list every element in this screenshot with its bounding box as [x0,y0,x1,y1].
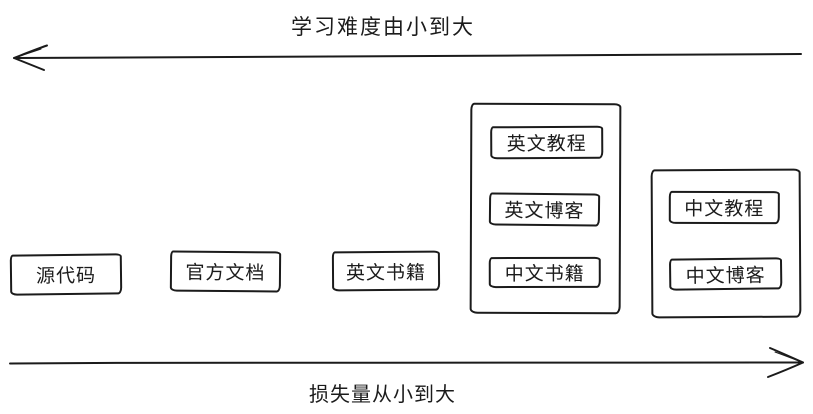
group-box-english-materials: 英文教程 英文博客 中文书籍 [469,102,622,315]
box-english-blogs: 英文博客 [488,192,601,227]
box-english-books-label: 英文书籍 [345,262,427,284]
bottom-arrow-head-lower [767,361,804,378]
box-chinese-books-label: 中文书籍 [504,263,585,286]
box-english-tutorials: 英文教程 [490,125,604,160]
top-arrow-head-lower [13,57,45,71]
box-chinese-blogs: 中文博客 [668,257,783,291]
bottom-arrow-line [9,361,802,365]
box-official-docs: 官方文档 [169,250,282,293]
box-chinese-blogs-label: 中文博客 [685,265,766,287]
box-official-docs-label: 官方文档 [185,262,266,285]
box-english-blogs-label: 英文博客 [504,200,585,223]
top-arrow-head-upper [13,44,48,59]
top-arrow-line [15,53,802,59]
group-box-chinese-materials: 中文教程 中文博客 [650,168,802,319]
top-arrow-head-sketch [13,48,42,59]
bottom-arrow-head-sketch [774,351,804,363]
box-source-code-label: 源代码 [35,265,97,288]
box-chinese-books: 中文书籍 [488,256,601,289]
bottom-axis-label: 损失量从小到大 [309,384,456,406]
bottom-arrow-head-upper [769,347,804,364]
box-english-books: 英文书籍 [331,250,441,292]
box-chinese-tutorials-label: 中文教程 [684,198,765,221]
box-english-tutorials-label: 英文教程 [506,133,587,156]
box-source-code: 源代码 [9,253,123,296]
top-axis-label: 学习难度由小到大 [291,16,475,39]
box-chinese-tutorials: 中文教程 [668,190,780,225]
